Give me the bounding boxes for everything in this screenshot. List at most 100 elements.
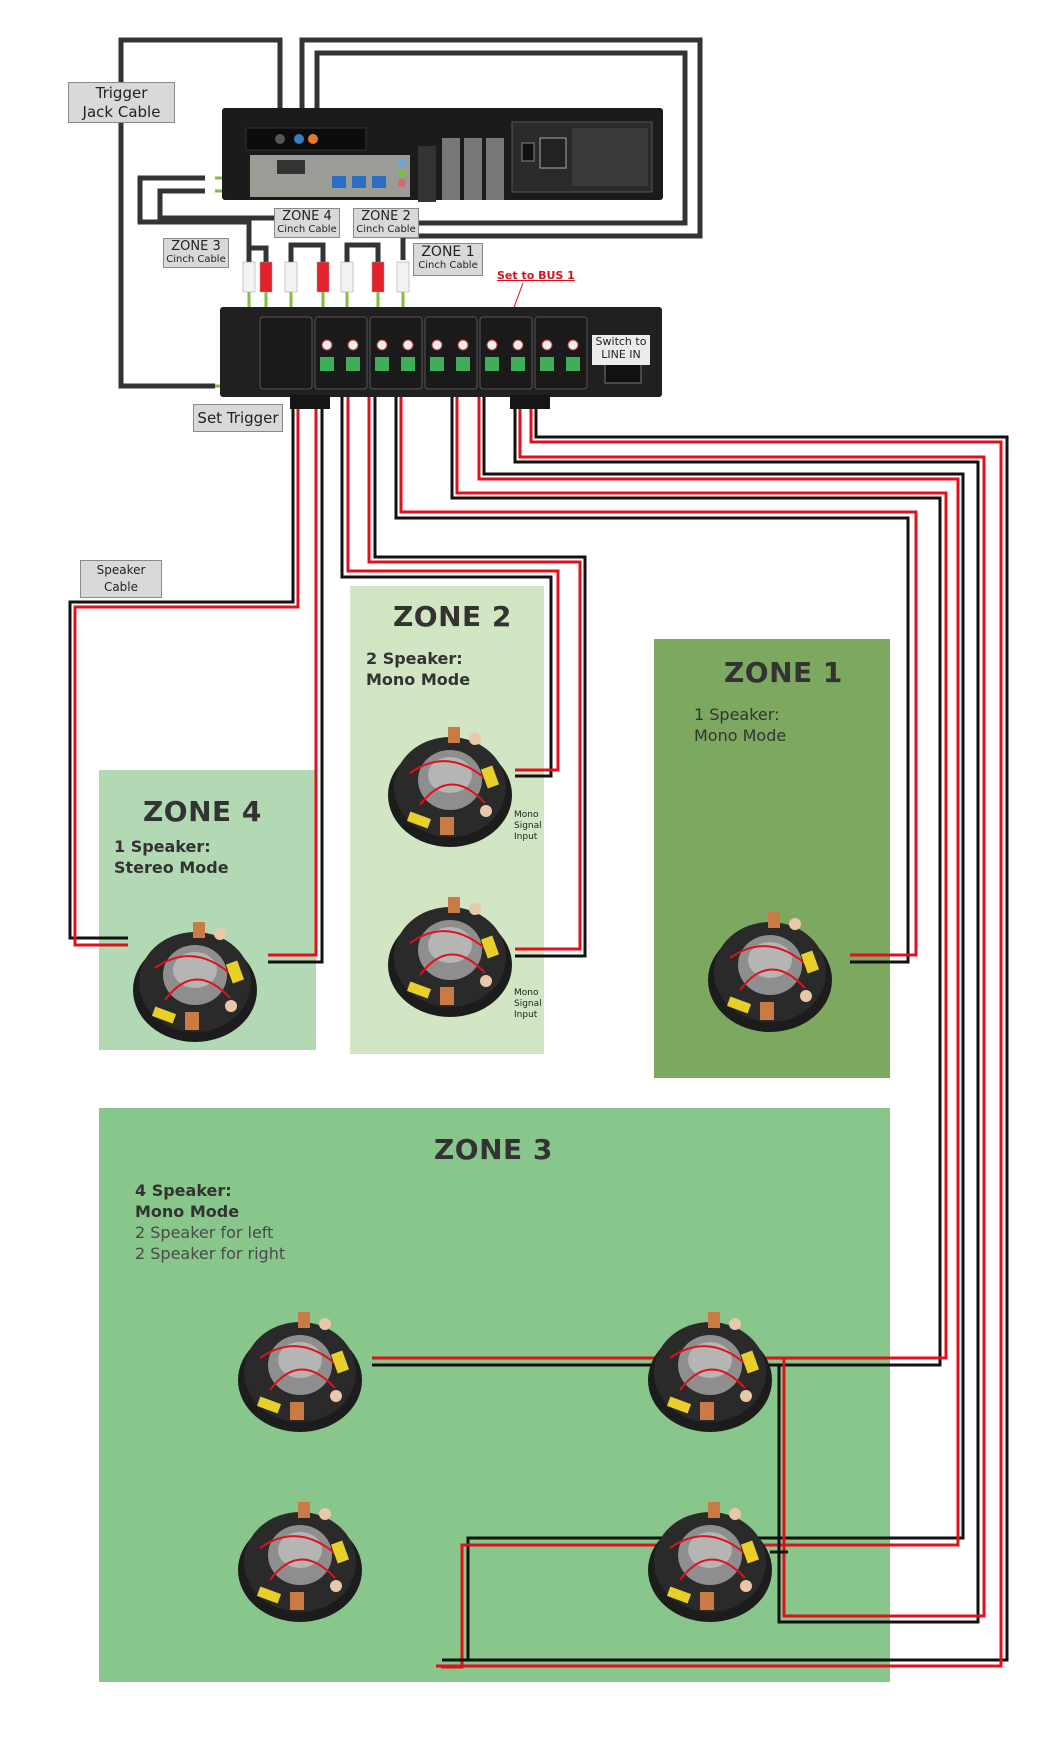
pc-illustration [222, 108, 663, 202]
label-zone: ZONE 4 [282, 209, 332, 224]
zone-3-speaker-cable-black-4 [442, 397, 1009, 1662]
zone-1-cinch-cable-label: ZONE 1 Cinch Cable [413, 243, 483, 276]
zone-4-speaker-cable-black-r [268, 397, 324, 964]
note-line: Signal [514, 999, 542, 1009]
speaker-icon [133, 922, 257, 1042]
note-line: Input [514, 832, 538, 842]
zone-4-speaker [125, 910, 265, 1050]
rca-plug-icon [259, 261, 273, 293]
rca-plug-icon [242, 261, 256, 293]
amp-channel-panel [314, 316, 368, 390]
zone-3-speaker-cable-red-1 [372, 397, 948, 1360]
speaker-icon [388, 727, 512, 847]
rca-jack-icon [431, 339, 443, 351]
rca-jack-icon [567, 339, 579, 351]
zone-2-cinch-cable-label: ZONE 2 Cinch Cable [353, 208, 419, 238]
zone-3-line1: 4 Speaker: [135, 1181, 232, 1200]
label-zone: ZONE 3 [171, 239, 221, 254]
speaker-terminal-icon [346, 357, 360, 371]
rca-jack-icon [486, 339, 498, 351]
set-to-bus-1-note: Set to BUS 1 [497, 269, 575, 282]
speaker-icon [708, 912, 832, 1032]
label-zone: ZONE 1 [421, 244, 475, 260]
zone-3-speaker-cable-black-1 [372, 397, 942, 1367]
label-cable: Cinch Cable [277, 224, 337, 235]
speaker-icon [238, 1502, 362, 1622]
trigger-jack-cable [118, 37, 283, 389]
zone-3-speaker-cable-red-4 [436, 397, 1003, 1668]
zone-1-title: ZONE 1 [724, 656, 843, 689]
label-cable: Cinch Cable [418, 260, 478, 271]
zone-4-speaker-cable-black [68, 397, 295, 940]
zone-4-speaker-cable-red [73, 397, 300, 947]
amp-channel-panel [479, 316, 533, 390]
rca-jack-icon [512, 339, 524, 351]
note-line: Input [514, 1010, 538, 1020]
pc-rear-panel [222, 108, 663, 203]
zone-3-speaker-top-right [640, 1300, 780, 1440]
rca-jack-icon [376, 339, 388, 351]
zone-2b-speaker-cable-red [367, 397, 582, 951]
zone-2-description: 2 Speaker: Mono Mode [366, 648, 470, 690]
zone-4-cinch-cable-label: ZONE 4 Cinch Cable [274, 208, 340, 238]
line-in-port-icon [275, 134, 285, 144]
zone-3-speaker-top-left [230, 1300, 370, 1440]
zone-2-line1: 2 Speaker: [366, 649, 463, 668]
amp-channel-panel [424, 316, 478, 390]
amp-channel-panel [369, 316, 423, 390]
zone-1-speaker-cable-red [399, 397, 918, 957]
speaker-terminal-icon [485, 357, 499, 371]
zone-1-description: 1 Speaker: Mono Mode [694, 704, 786, 746]
rca-jack-icon [321, 339, 333, 351]
zone-4-split [288, 242, 326, 262]
zone-2-speaker-top [380, 715, 520, 855]
label-line: Jack Cable [82, 103, 161, 121]
zone-1-cinch-cable [299, 37, 703, 260]
rca-plug-icon [396, 261, 410, 293]
zone-2b-speaker-cable-black [373, 397, 587, 958]
rca-plug-icon [316, 261, 330, 293]
speaker-cable-label: Speaker Cable [80, 560, 162, 598]
speaker-icon [388, 897, 512, 1017]
amp-channel-panel [259, 316, 313, 390]
zone-3-description: 4 Speaker: Mono Mode 2 Speaker for left … [135, 1180, 285, 1264]
label-line: Cable [103, 580, 139, 594]
zone-1-line1: 1 Speaker: [694, 705, 780, 724]
note-line: Mono [514, 810, 539, 820]
zone-3-line3: 2 Speaker for left [135, 1223, 274, 1242]
rca-plug-icon [340, 261, 354, 293]
speaker-terminal-icon [430, 357, 444, 371]
speaker-terminal-icon [511, 357, 525, 371]
zone-2-split [344, 242, 381, 262]
label-line: Set Trigger [197, 409, 279, 427]
zone-1-line2: Mono Mode [694, 726, 787, 745]
zone-3-line2: Mono Mode [135, 1202, 240, 1221]
zone-3-speaker-bottom-left [230, 1490, 370, 1630]
switch-to-line-in-label: Switch to LINE IN [592, 335, 650, 365]
rca-jack-icon [347, 339, 359, 351]
zone-4-description: 1 Speaker: Stereo Mode [114, 836, 229, 878]
rca-plug-icon [284, 261, 298, 293]
label-line: LINE IN [601, 348, 641, 361]
amplifier-rear-panel [220, 307, 662, 411]
speaker-terminal-icon [456, 357, 470, 371]
zone-2-title: ZONE 2 [393, 600, 512, 633]
speaker-icon [648, 1502, 772, 1622]
speaker-terminal-icon [401, 357, 415, 371]
zone-2-line2: Mono Mode [366, 670, 471, 689]
zone-1-speaker [700, 900, 840, 1040]
mono-signal-input-note-1: Mono Signal Input [514, 810, 542, 843]
zone-3-title: ZONE 3 [434, 1133, 553, 1166]
note-line: Signal [514, 821, 542, 831]
zone-3-line4: 2 Speaker for right [135, 1244, 286, 1263]
zone-3-cinch-cable [137, 175, 252, 255]
zone-2-speaker-cable-red [346, 397, 560, 772]
note-line: Mono [514, 988, 539, 998]
zone-3-speaker-cable-black-3 [513, 397, 980, 1624]
speaker-terminal-icon [566, 357, 580, 371]
label-line: Switch to [595, 335, 647, 348]
amp-channel-panel [534, 316, 588, 390]
zone-4-line2: Stereo Mode [114, 858, 229, 877]
set-trigger-label: Set Trigger [193, 404, 283, 432]
